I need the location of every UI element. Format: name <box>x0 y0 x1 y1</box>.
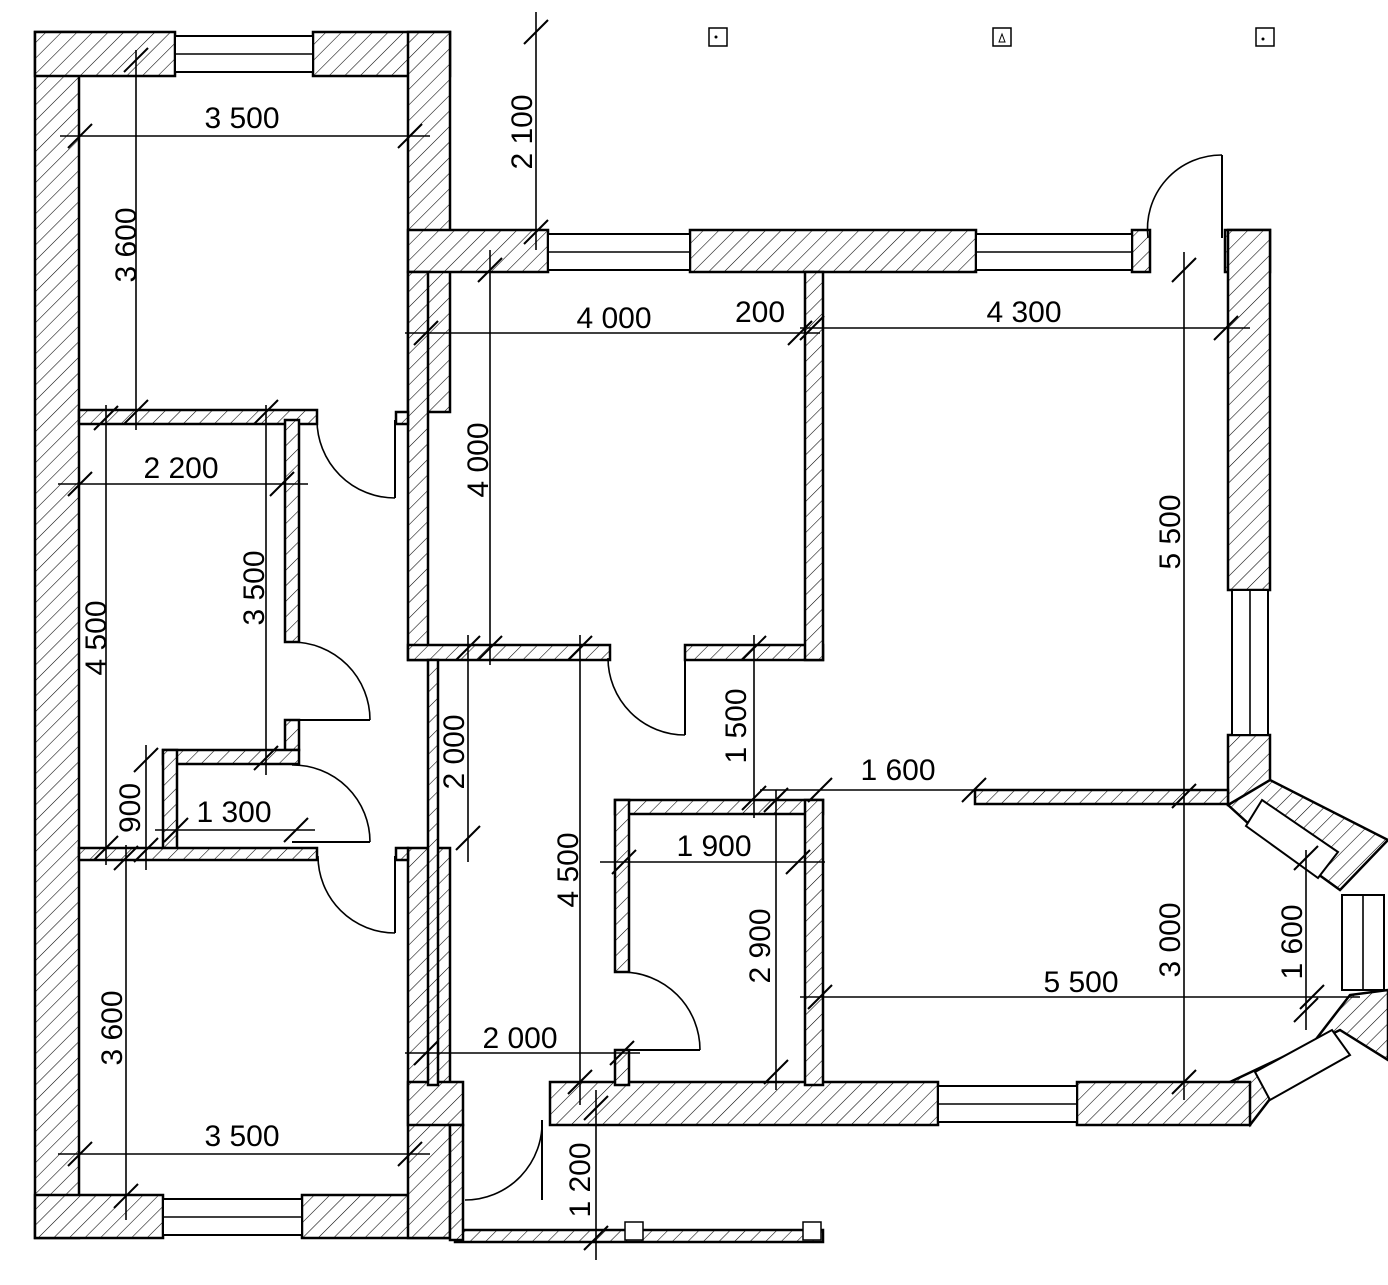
wall-pantry-top <box>613 798 825 816</box>
wall-corridor-top <box>77 408 319 426</box>
wall-top-main-a <box>406 228 550 274</box>
dim-vestibule-width: 2 000 <box>482 1022 557 1055</box>
wall-top-main-b <box>688 228 978 274</box>
dim-left-strip-length: 4 500 <box>80 600 113 675</box>
dimension-labels: 3 500 3 600 2 200 4 500 3 500 900 1 300 … <box>80 94 1309 1217</box>
dim-corridor-width: 2 200 <box>143 452 218 485</box>
dim-top-left-room-depth: 3 600 <box>110 207 143 282</box>
wall-bottom-left-a <box>33 1193 165 1240</box>
marker-a <box>708 27 728 47</box>
wall-porch-left <box>448 1123 465 1242</box>
dim-bay-width: 1 600 <box>1276 904 1309 979</box>
dim-pantry-depth: 2 900 <box>744 908 777 983</box>
dim-right-room-depth: 5 500 <box>1154 494 1187 569</box>
dimension-lines <box>58 12 1360 1260</box>
wall-left-outer <box>33 30 81 1240</box>
marker-b <box>992 27 1012 47</box>
dim-balcony-offset: 2 100 <box>506 94 539 169</box>
wall-hall-left <box>426 658 440 1087</box>
wall-bottom-room-door-jamb <box>394 846 410 862</box>
wall-center-right <box>803 270 825 662</box>
dim-wc-depth: 900 <box>114 783 147 833</box>
wall-bath-right <box>283 418 301 644</box>
walls <box>33 30 1388 1244</box>
wall-center-left <box>406 270 430 662</box>
dim-right-room-width: 4 300 <box>986 296 1061 329</box>
dim-wc-width: 1 300 <box>196 796 271 829</box>
window-bay-upper <box>1244 798 1340 880</box>
dim-kitchen-partition: 1 600 <box>860 754 935 787</box>
dim-center-room-width: 4 000 <box>576 302 651 335</box>
wall-kitchen-top <box>973 788 1230 806</box>
wall-right-upper <box>1226 228 1272 592</box>
wall-wc-bottom <box>77 846 319 862</box>
dim-hall-length: 4 500 <box>552 832 585 907</box>
dim-bottom-left-room-depth: 3 600 <box>96 990 129 1065</box>
marker-porch-a <box>624 1221 644 1241</box>
dim-hall-depth: 2 000 <box>438 714 471 789</box>
wall-pantry-left <box>613 798 631 974</box>
doors <box>291 154 1223 1201</box>
wall-bottom-main-a <box>548 1080 940 1127</box>
wall-bottom-main-b <box>1075 1080 1252 1127</box>
dim-top-left-room-width: 3 500 <box>204 102 279 135</box>
dim-entrance-depth: 1 200 <box>564 1142 597 1217</box>
dim-closet-offset: 1 500 <box>720 688 753 763</box>
wall-top-left-a <box>33 30 177 78</box>
wall-left-corridor-door-jamb <box>394 410 410 426</box>
marker-porch-b <box>802 1221 822 1241</box>
dim-partition-thickness: 200 <box>735 296 785 329</box>
dim-kitchen-width: 5 500 <box>1043 966 1118 999</box>
wall-wc-top <box>161 748 301 766</box>
reference-markers <box>624 27 1275 1241</box>
dim-kitchen-depth: 3 000 <box>1154 902 1187 977</box>
windows <box>162 35 1385 1236</box>
window-bay-lower <box>1253 1028 1352 1102</box>
dim-center-room-depth: 4 000 <box>462 422 495 497</box>
dim-bottom-left-room-width: 3 500 <box>204 1120 279 1153</box>
marker-c <box>1255 27 1275 47</box>
wall-pantry-left-lower <box>613 1048 631 1087</box>
dim-pantry-width: 1 900 <box>676 830 751 863</box>
wall-pantry-right <box>803 798 825 1087</box>
wall-bath-bottom <box>283 718 301 752</box>
wall-bottom-vestibule <box>406 1080 465 1127</box>
dim-bath-length: 3 500 <box>238 550 271 625</box>
